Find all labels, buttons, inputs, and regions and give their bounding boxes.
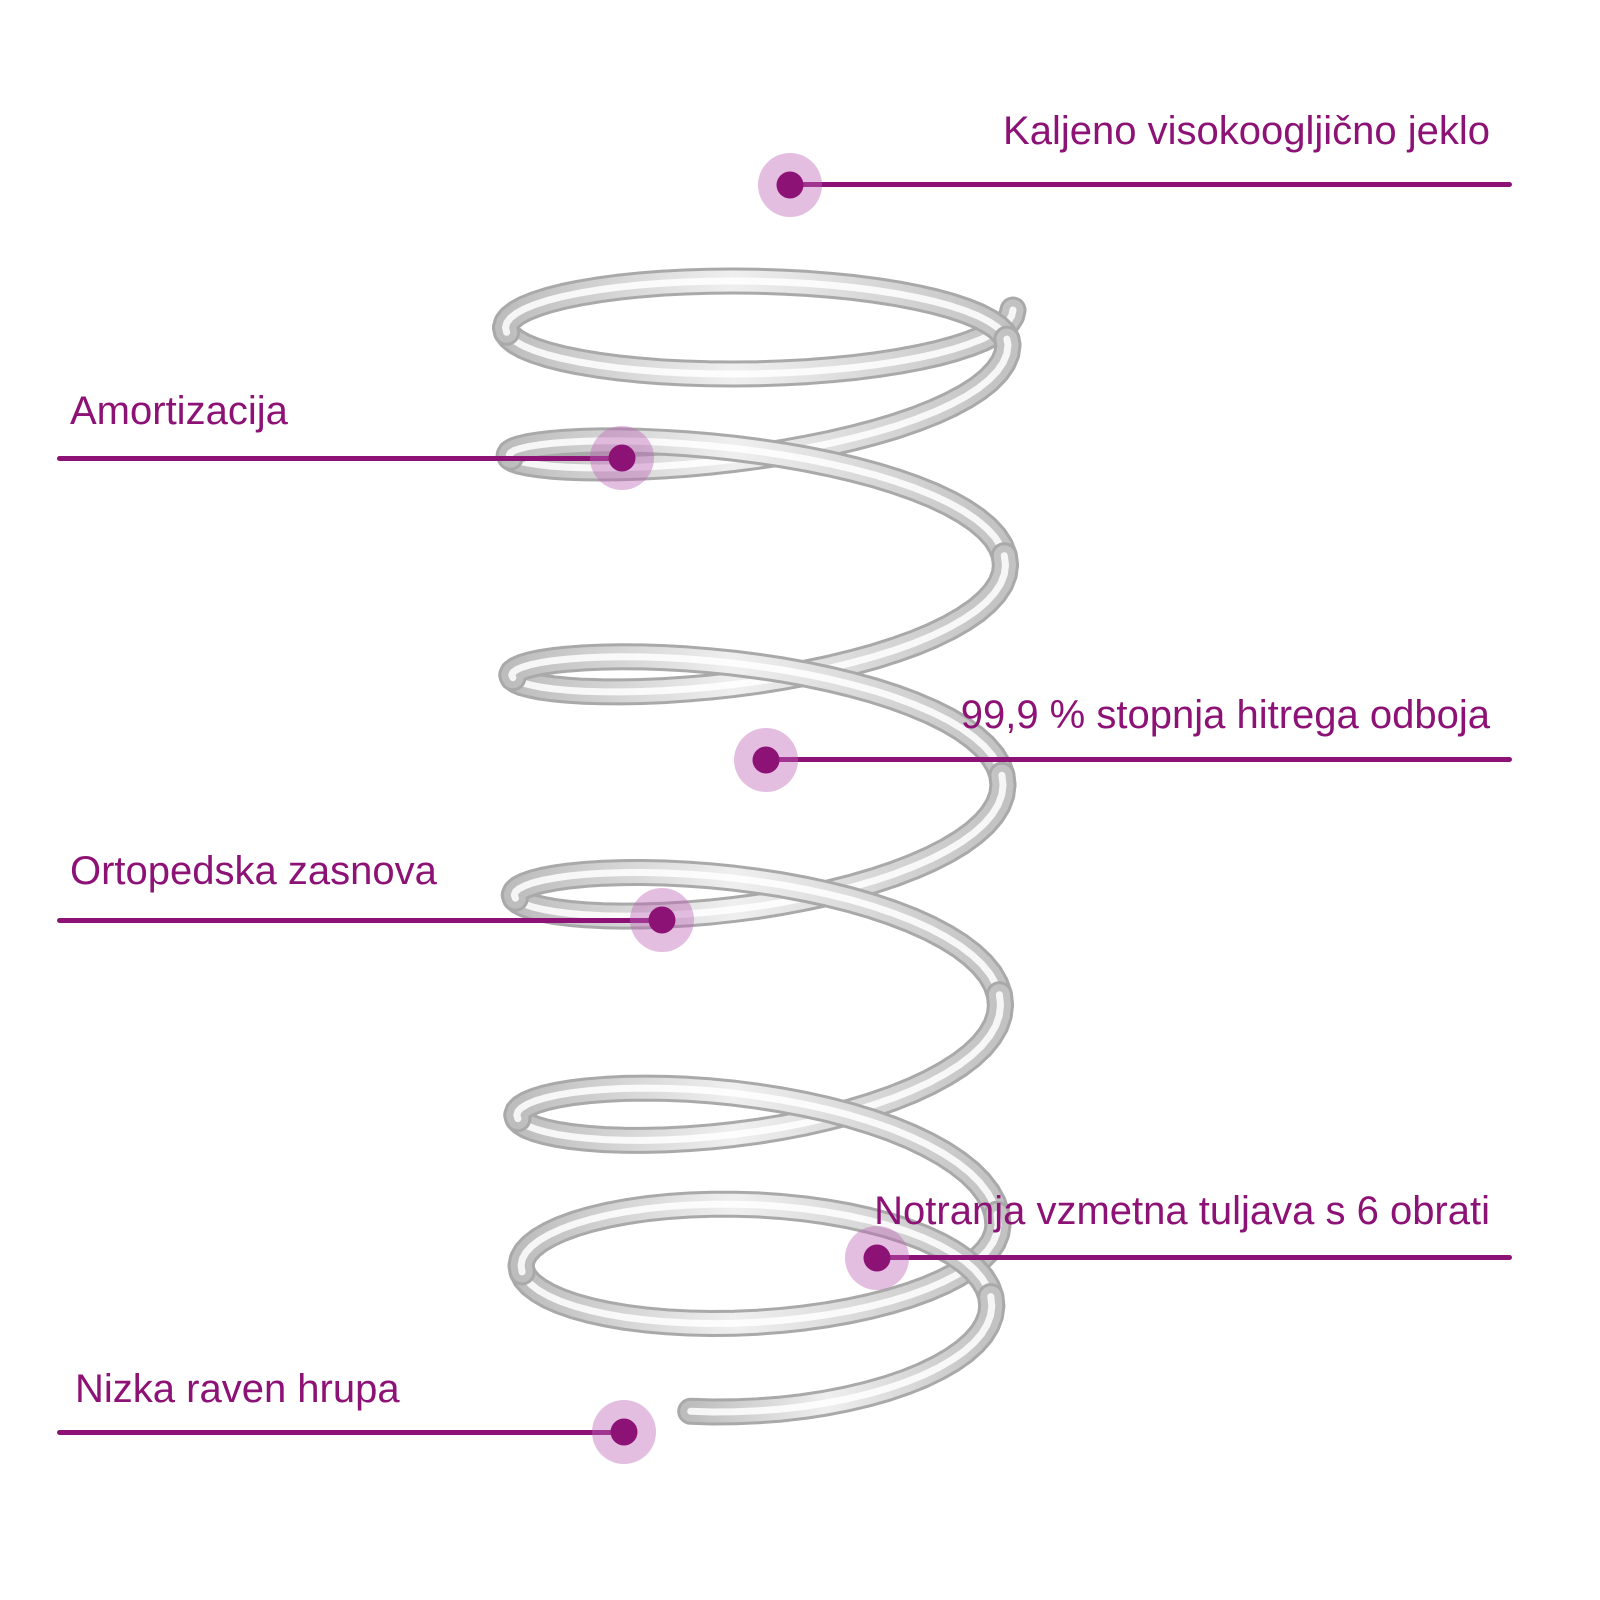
callout-label-hrup: Nizka raven hrupa [75, 1367, 400, 1411]
marker-dot [608, 444, 636, 472]
callout-label-amortizacija: Amortizacija [70, 389, 288, 433]
callout-line-tuljava [877, 1255, 1512, 1260]
callout-line-odboj [766, 757, 1512, 762]
callout-label-odboj: 99,9 % stopnja hitrega odboja [960, 693, 1490, 737]
marker-dot [752, 746, 780, 774]
callout-line-ortopedska [57, 918, 662, 923]
callout-line-steel [790, 182, 1512, 187]
marker-dot [610, 1418, 638, 1446]
marker-dot [776, 171, 804, 199]
callout-label-ortopedska: Ortopedska zasnova [70, 849, 437, 893]
callout-line-hrup [57, 1430, 624, 1435]
callout-label-tuljava: Notranja vzmetna tuljava s 6 obrati [874, 1189, 1490, 1233]
marker-dot [648, 906, 676, 934]
marker-dot [863, 1244, 891, 1272]
callout-line-amortizacija [57, 456, 622, 461]
callout-label-steel: Kaljeno visokoogljično jeklo [1003, 109, 1490, 153]
